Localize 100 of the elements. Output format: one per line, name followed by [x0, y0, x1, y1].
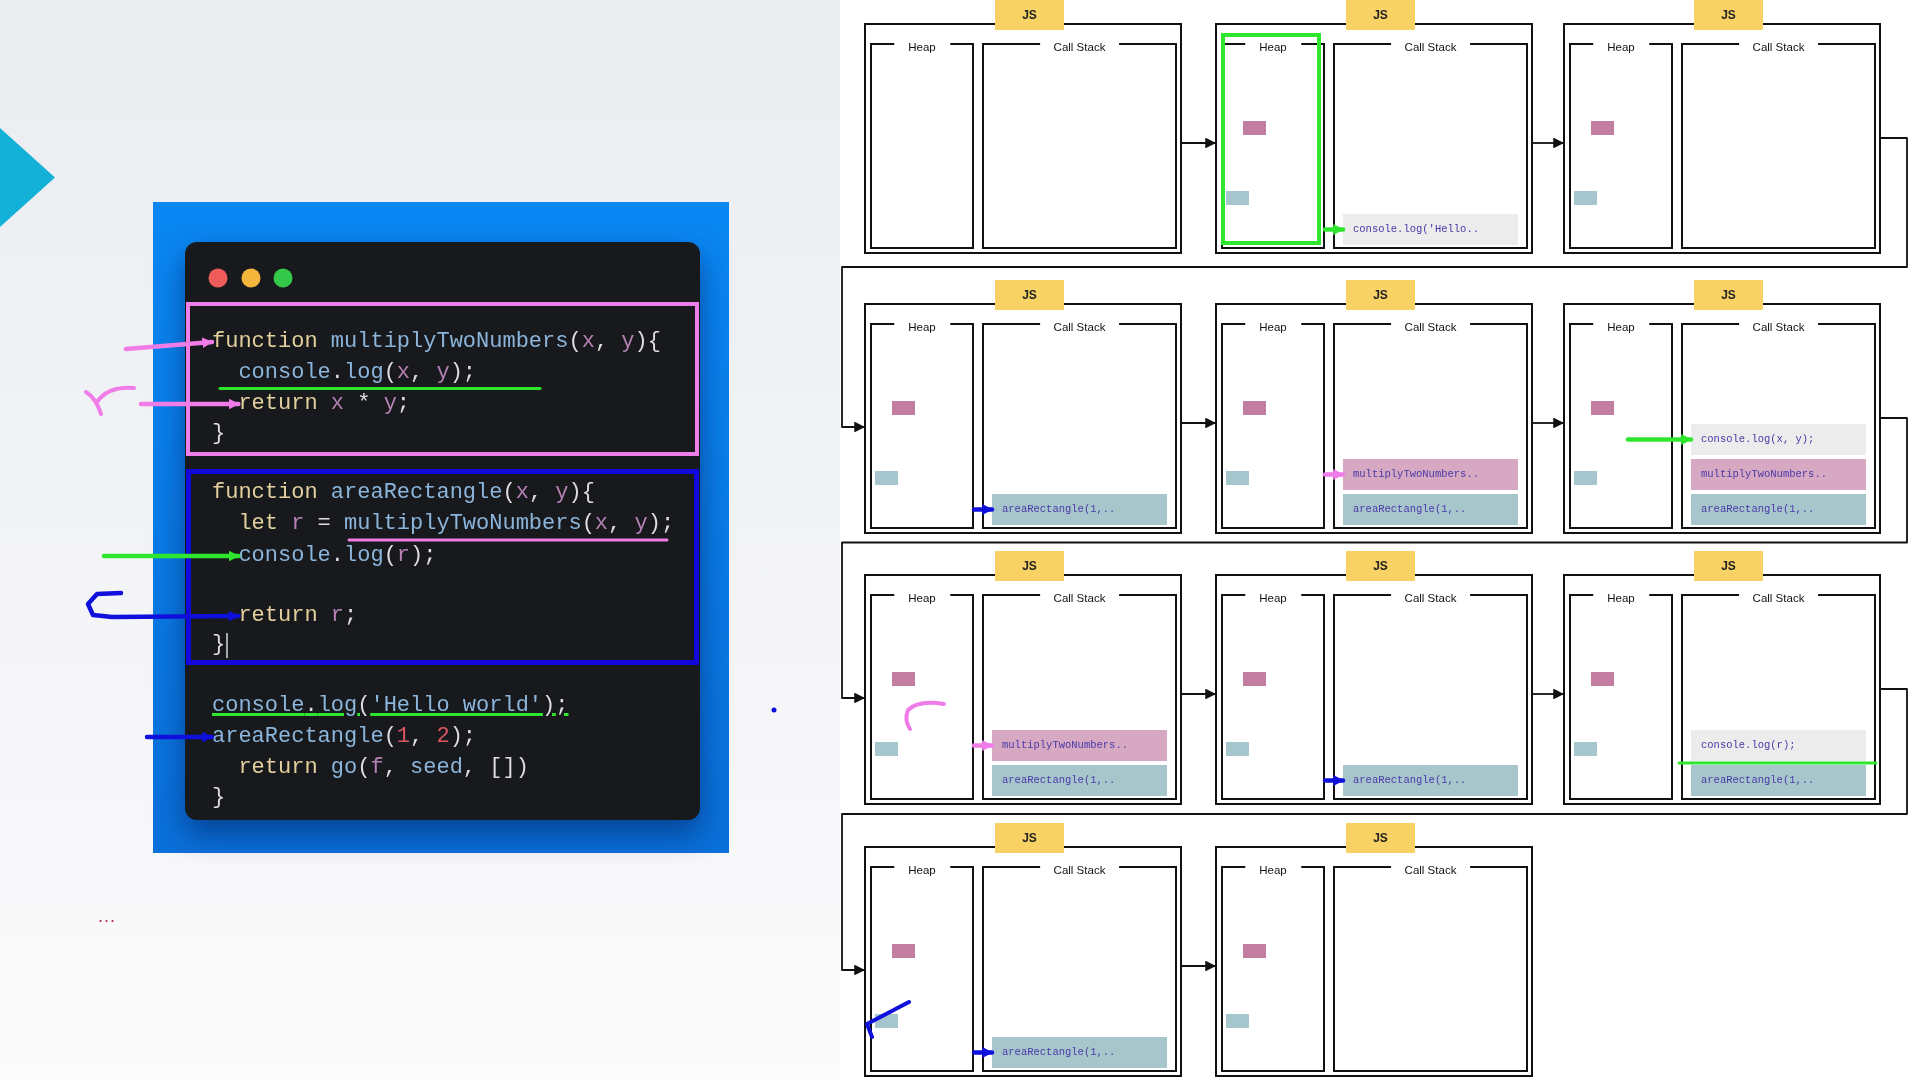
runtime-panel	[1563, 574, 1881, 805]
code-line: function multiplyTwoNumbers(x, y){	[212, 329, 661, 355]
call-stack-area	[982, 43, 1177, 249]
stack-frame: areaRectangle(1,..	[992, 765, 1167, 796]
heap-object	[892, 672, 915, 686]
stack-frame: areaRectangle(1,..	[992, 494, 1167, 525]
call-stack-area	[1681, 594, 1876, 800]
engine-tab: JS	[1694, 0, 1763, 30]
stack-frame: areaRectangle(1,..	[1343, 765, 1518, 796]
arrow	[1532, 688, 1565, 700]
heap-object	[875, 742, 898, 756]
heap-area	[1221, 323, 1325, 529]
stack-frame: areaRectangle(1,..	[992, 1037, 1167, 1068]
runtime-panel	[864, 574, 1182, 805]
engine-tab: JS	[995, 551, 1064, 581]
code-line: return x * y;	[238, 391, 411, 417]
heap-object	[1243, 944, 1266, 958]
runtime-panel	[1215, 23, 1533, 254]
code-line: return go(f, seed, [])	[238, 755, 529, 781]
engine-tab: JS	[1346, 0, 1415, 30]
code-line: }	[212, 785, 226, 811]
highlight-frame	[186, 302, 699, 456]
ellipsis-text: ...	[98, 906, 116, 926]
arrow	[1181, 960, 1217, 972]
runtime-panel	[1563, 23, 1881, 254]
engine-tab: JS	[995, 0, 1064, 30]
arrow	[1322, 224, 1346, 235]
code-line: function areaRectangle(x, y){	[212, 480, 595, 506]
engine-tab: JS	[1694, 280, 1763, 310]
arrow	[971, 740, 995, 751]
arrow	[971, 1047, 995, 1058]
stack-frame: areaRectangle(1,..	[1691, 494, 1866, 525]
stack-frame: areaRectangle(1,..	[1691, 765, 1866, 796]
engine-tab: JS	[995, 280, 1064, 310]
code-line: console.log('Hello world');	[212, 693, 569, 719]
code-line: }	[212, 632, 226, 658]
heap-object	[1226, 191, 1249, 205]
area-title: Heap	[894, 591, 950, 606]
runtime-panel	[1215, 303, 1533, 534]
engine-tab: JS	[1346, 823, 1415, 853]
area-title: Heap	[894, 863, 950, 878]
heap-object	[1226, 471, 1249, 485]
area-title: Heap	[894, 320, 950, 335]
runtime-panel	[1215, 846, 1533, 1077]
heap-object	[1591, 672, 1614, 686]
heap-object	[1243, 401, 1266, 415]
area-title: Heap	[1593, 591, 1649, 606]
arrow	[841, 137, 1908, 433]
stack-frame: areaRectangle(1,..	[1343, 494, 1518, 525]
backdrop-panel	[153, 202, 729, 853]
highlight-frame	[186, 469, 699, 665]
arrow	[841, 417, 1908, 704]
heap-object	[1243, 121, 1266, 135]
heap-area	[870, 323, 974, 529]
arrow	[138, 398, 241, 410]
heap-area	[1221, 594, 1325, 800]
arrow	[144, 731, 215, 743]
arrow	[1322, 469, 1346, 480]
arrow	[1181, 137, 1217, 149]
heap-object	[1591, 401, 1614, 415]
heap-area	[870, 43, 974, 249]
code-line: let r = multiplyTwoNumbers(x, y);	[238, 511, 675, 537]
area-title: Heap	[1245, 863, 1301, 878]
engine-tab: JS	[1346, 280, 1415, 310]
code-line: areaRectangle(1, 2);	[212, 724, 477, 750]
heap-object	[892, 401, 915, 415]
area-title: Heap	[1245, 320, 1301, 335]
code-line: console.log(r);	[238, 543, 437, 569]
heap-object	[875, 471, 898, 485]
arrow	[1181, 417, 1217, 429]
call-stack-area	[1681, 323, 1876, 529]
heap-object	[892, 944, 915, 958]
heap-object	[1591, 121, 1614, 135]
stack-frame: multiplyTwoNumbers..	[1691, 459, 1866, 490]
arrow	[1532, 137, 1565, 149]
arrow	[971, 504, 995, 515]
code-line: return r;	[238, 603, 358, 629]
arrow	[1181, 688, 1217, 700]
heap-area	[1221, 866, 1325, 1072]
area-title: Heap	[1593, 320, 1649, 335]
area-title: Heap	[1593, 40, 1649, 55]
runtime-panel	[1215, 574, 1533, 805]
runtime-panel	[864, 23, 1182, 254]
code-window	[185, 242, 700, 820]
call-stack-area	[1681, 43, 1876, 249]
area-title: Heap	[1245, 591, 1301, 606]
code-line: }	[212, 421, 226, 447]
engine-tab: JS	[1694, 551, 1763, 581]
arrow	[841, 688, 1908, 976]
heap-object	[1226, 742, 1249, 756]
call-stack-area	[982, 323, 1177, 529]
call-stack-area	[982, 594, 1177, 800]
runtime-panel	[864, 846, 1182, 1077]
heap-area	[1569, 43, 1673, 249]
arrow	[85, 590, 241, 622]
area-title: Heap	[1245, 40, 1301, 55]
call-stack-area	[1333, 323, 1528, 529]
stack-frame: multiplyTwoNumbers..	[1343, 459, 1518, 490]
call-stack-area	[982, 866, 1177, 1072]
code-line: console.log(x, y);	[238, 360, 477, 386]
